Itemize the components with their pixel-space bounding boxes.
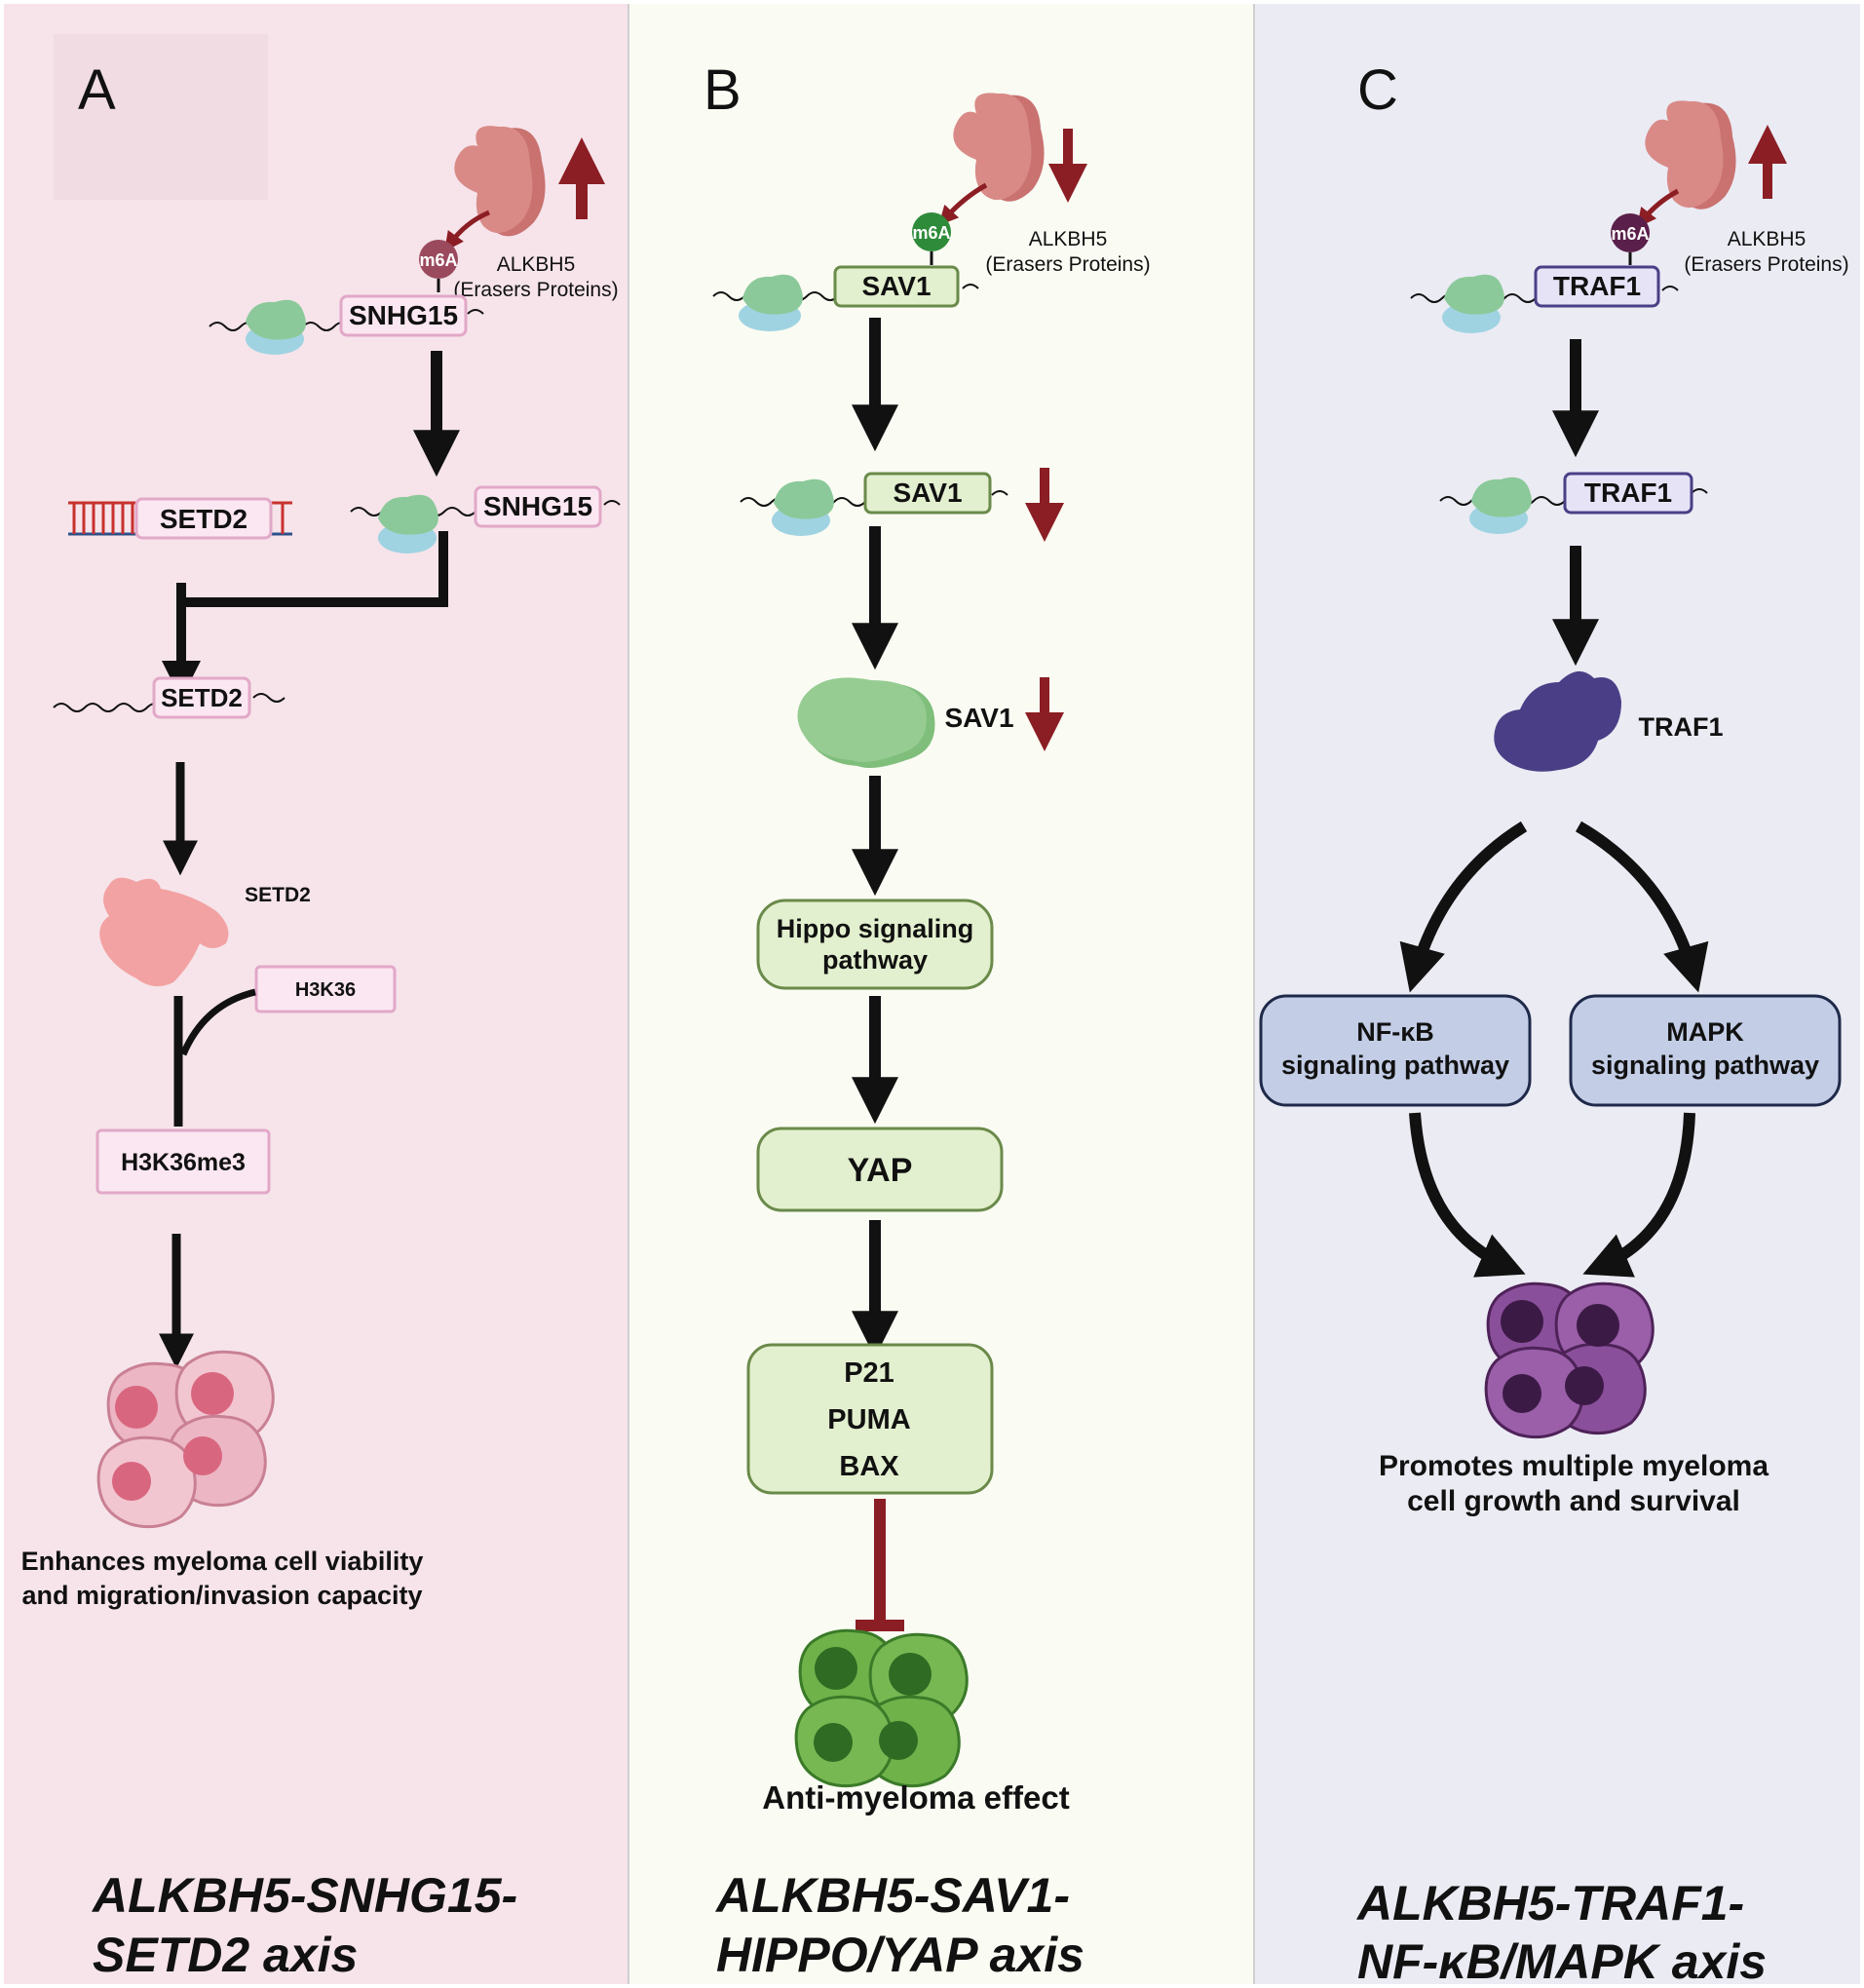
alkbh5-label-c: ALKBH5	[1728, 228, 1807, 250]
alkbh5-protein-b	[953, 93, 1045, 202]
sav1-protein	[797, 677, 935, 768]
panel-c-background	[1255, 4, 1860, 1984]
nfkb-label-line1: NF-κB	[1356, 1017, 1434, 1047]
alkbh5-to-m6a-arrow-c	[1636, 188, 1680, 228]
alkbh5-to-m6a-arrow-b	[938, 182, 988, 226]
arrow-c-merge-left	[1409, 1112, 1526, 1278]
nfkb-label-line2: signaling pathway	[1281, 1051, 1509, 1080]
setd2-protein-label: SETD2	[245, 884, 311, 906]
ribosome-mrna-c-2	[1439, 477, 1708, 534]
panel-a: A m6A ALKBH5 (Erasers Proteins) SNHG15	[4, 4, 628, 1984]
myeloma-cells-green	[794, 1628, 969, 1788]
panel-a-letter: A	[78, 58, 116, 122]
m6a-label-b: m6A	[912, 223, 950, 243]
setd2-gene-box	[134, 497, 273, 540]
ribosome-mrna-1	[209, 299, 484, 355]
erasers-label-c: (Erasers Proteins)	[1684, 253, 1848, 276]
myeloma-cells-pink	[96, 1350, 275, 1529]
h3k36-connector	[179, 988, 256, 1056]
p21-label: P21	[844, 1357, 894, 1389]
ribosome-mrna-2	[350, 494, 621, 554]
h3k36me3-box	[95, 1128, 271, 1195]
ribosome-mrna-b-2	[740, 478, 1008, 536]
alkbh5-label-b: ALKBH5	[1029, 228, 1108, 250]
m6a-label-c: m6A	[1611, 224, 1649, 244]
h3k36me3-label: H3K36me3	[121, 1149, 246, 1176]
arrow-c-mapk	[1575, 821, 1709, 993]
axis-title-b-line1: ALKBH5-SAV1-	[714, 1868, 1070, 1923]
axis-title-c-line1: ALKBH5-TRAF1-	[1355, 1876, 1744, 1931]
sav1-label-1: SAV1	[861, 271, 931, 301]
m6a-mark	[419, 240, 458, 279]
mapk-label-line2: signaling pathway	[1591, 1051, 1819, 1080]
panel-a-letter-box	[54, 34, 268, 200]
setd2-gene-label: SETD2	[160, 504, 247, 534]
mapk-label-line1: MAPK	[1666, 1017, 1744, 1047]
axis-title-b-line2: HIPPO/YAP axis	[716, 1928, 1084, 1982]
sav1-box-2	[863, 472, 992, 515]
traf1-box-1	[1534, 265, 1660, 308]
hippo-label-line2: pathway	[822, 945, 928, 975]
arrow-c-merge-right	[1582, 1112, 1695, 1278]
ribosome-mrna-b-1	[712, 274, 979, 331]
sav1-protein-label: SAV1	[944, 703, 1013, 733]
puma-label: PUMA	[827, 1404, 910, 1435]
hippo-box	[756, 898, 994, 990]
sav1-label-2: SAV1	[893, 478, 962, 508]
setd2-mrna-label: SETD2	[161, 683, 243, 712]
snhg15-label-2: SNHG15	[483, 491, 592, 521]
caption-c-line1: Promotes multiple myeloma	[1379, 1450, 1769, 1482]
panel-b: B m6A ALKBH5 (Erasers Proteins) SAV1 SAV…	[629, 4, 1253, 1984]
bax-label: BAX	[839, 1451, 899, 1482]
targets-box	[746, 1343, 994, 1495]
m6a-label: m6A	[419, 250, 457, 270]
axis-title-a-line2: SETD2 axis	[93, 1928, 358, 1982]
erasers-label: (Erasers Proteins)	[453, 279, 618, 301]
myeloma-cells-purple	[1484, 1281, 1655, 1439]
caption-a-line2: and migration/invasion capacity	[21, 1581, 422, 1610]
connector-a	[181, 531, 448, 607]
snhg15-box-1	[339, 294, 468, 337]
mapk-box	[1569, 994, 1842, 1107]
alkbh5-label: ALKBH5	[497, 253, 576, 276]
arrow-c-nfkb	[1399, 821, 1528, 993]
setd2-mrna	[53, 693, 285, 712]
alkbh5-to-m6a-arrow	[444, 210, 490, 252]
m6a-mark-b	[912, 212, 951, 251]
caption-c-line2: cell growth and survival	[1407, 1485, 1740, 1517]
traf1-protein	[1494, 670, 1621, 772]
panel-c-letter: C	[1357, 58, 1398, 122]
caption-b: Anti-myeloma effect	[762, 1779, 1069, 1816]
nfkb-box	[1259, 994, 1532, 1107]
h3k36-box	[254, 965, 397, 1013]
traf1-label-2: TRAF1	[1584, 478, 1672, 508]
traf1-box-2	[1563, 472, 1693, 515]
h3k36-label: H3K36	[295, 979, 356, 1001]
setd2-mrna-box	[152, 676, 251, 719]
axis-title-c-line2: NF-κB/MAPK axis	[1357, 1934, 1767, 1988]
traf1-protein-label: TRAF1	[1639, 712, 1724, 742]
m6a-mark-c	[1611, 213, 1650, 252]
yap-box	[756, 1127, 1004, 1212]
erasers-label-b: (Erasers Proteins)	[985, 253, 1150, 276]
alkbh5-protein-c	[1645, 100, 1736, 210]
hippo-label-line1: Hippo signaling	[777, 914, 974, 943]
snhg15-label-1: SNHG15	[349, 300, 458, 330]
alkbh5-protein	[454, 126, 546, 237]
panel-c: C m6A ALKBH5 (Erasers Proteins) TRAF1 TR…	[1255, 4, 1860, 1988]
snhg15-box-2	[474, 485, 602, 528]
sav1-box-1	[833, 265, 960, 308]
setd2-protein	[99, 877, 229, 987]
axis-title-a-line1: ALKBH5-SNHG15-	[91, 1868, 517, 1923]
traf1-label-1: TRAF1	[1553, 271, 1641, 301]
ribosome-mrna-c-1	[1410, 274, 1679, 333]
caption-a-line1: Enhances myeloma cell viability	[21, 1547, 424, 1576]
panel-b-letter: B	[704, 58, 742, 122]
yap-label: YAP	[848, 1152, 913, 1189]
